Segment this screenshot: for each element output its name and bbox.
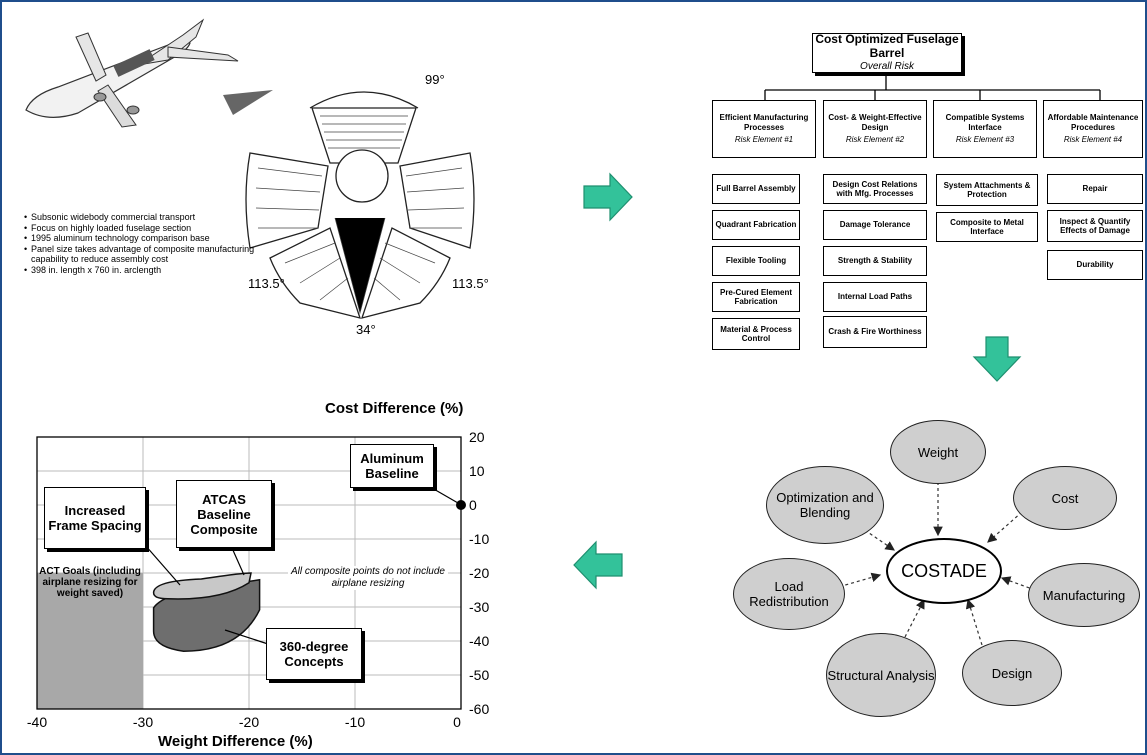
chart-note: All composite points do not include airp…	[288, 566, 448, 590]
risk-element-label: Risk Element #3	[955, 135, 1015, 145]
chart-xlabel: Weight Difference (%)	[158, 733, 313, 750]
angle-label-bottom: 34°	[356, 322, 376, 337]
risk-element-2-header: Cost- & Weight-Effective Design Risk Ele…	[823, 100, 927, 158]
bullet-item: 1995 aluminum technology comparison base	[24, 233, 264, 244]
costade-node-manufacturing: Manufacturing	[1028, 563, 1140, 627]
risk-item: Composite to Metal Interface	[936, 212, 1038, 242]
aluminum-baseline-callout: Aluminum Baseline	[350, 444, 434, 488]
risk-item: Pre-Cured Element Fabrication	[712, 282, 800, 312]
x-tick-label: -20	[239, 714, 259, 730]
act-goals-label: ACT Goals (including airplane resizing f…	[39, 566, 141, 599]
costade-node-optimization-blending: Optimization and Blending	[766, 466, 884, 544]
costade-node-load-redistribution: Load Redistribution	[733, 558, 845, 630]
risk-item: System Attachments & Protection	[936, 174, 1038, 206]
concepts-360-callout: 360-degree Concepts	[266, 628, 362, 680]
arrow-left-icon	[573, 540, 623, 590]
costade-node-weight: Weight	[890, 420, 986, 484]
risk-item: Quadrant Fabrication	[712, 210, 800, 240]
bullet-item: Focus on highly loaded fuselage section	[24, 223, 264, 234]
risk-element-title: Affordable Maintenance Procedures	[1047, 113, 1139, 132]
risk-item: Repair	[1047, 174, 1143, 204]
risk-item: Crash & Fire Worthiness	[823, 316, 927, 348]
risk-item: Inspect & Quantify Effects of Damage	[1047, 210, 1143, 242]
frame-spacing-callout: Increased Frame Spacing	[44, 487, 146, 549]
bullet-item: Subsonic widebody commercial transport	[24, 212, 264, 223]
y-tick-label: -50	[469, 667, 489, 683]
y-tick-label: -60	[469, 701, 489, 717]
risk-element-title: Cost- & Weight-Effective Design	[828, 113, 922, 132]
act-goals-region	[37, 573, 143, 709]
risk-tree-title-box: Cost Optimized Fuselage Barrel Overall R…	[812, 32, 962, 73]
fuselage-cross-section	[245, 91, 475, 319]
y-tick-label: 0	[469, 497, 477, 513]
bullet-item: Panel size takes advantage of composite …	[24, 244, 264, 265]
x-tick-label: -40	[27, 714, 47, 730]
risk-tree-title: Cost Optimized Fuselage Barrel	[815, 32, 959, 60]
chart-plot-border	[36, 436, 462, 710]
costade-node-design: Design	[962, 640, 1062, 706]
y-tick-label: -20	[469, 565, 489, 581]
y-tick-label: -10	[469, 531, 489, 547]
risk-item: Full Barrel Assembly	[712, 174, 800, 204]
risk-element-3-header: Compatible Systems Interface Risk Elemen…	[933, 100, 1037, 158]
program-bullets: Subsonic widebody commercial transport F…	[24, 212, 264, 275]
aluminum-baseline-point	[456, 500, 466, 510]
angle-label-top: 99°	[425, 72, 445, 87]
y-tick-label: -40	[469, 633, 489, 649]
bullet-item: 398 in. length x 760 in. arclength	[24, 265, 264, 276]
angle-label-right: 113.5°	[452, 276, 489, 291]
risk-item: Design Cost Relations with Mfg. Processe…	[823, 174, 927, 204]
risk-item: Flexible Tooling	[712, 246, 800, 276]
x-tick-label: -10	[345, 714, 365, 730]
risk-element-label: Risk Element #4	[1063, 135, 1123, 145]
risk-element-label: Risk Element #1	[734, 135, 794, 145]
risk-item: Strength & Stability	[823, 246, 927, 276]
risk-element-1-header: Efficient Manufacturing Processes Risk E…	[712, 100, 816, 158]
y-tick-label: 10	[469, 463, 485, 479]
risk-element-title: Compatible Systems Interface	[945, 113, 1025, 132]
risk-item: Damage Tolerance	[823, 210, 927, 240]
risk-tree-subtitle: Overall Risk	[860, 61, 914, 72]
risk-item: Durability	[1047, 250, 1143, 280]
costade-node-structural-analysis: Structural Analysis	[826, 633, 936, 717]
airplane-icon	[25, 18, 273, 128]
risk-element-4-header: Affordable Maintenance Procedures Risk E…	[1043, 100, 1143, 158]
atcas-baseline-callout: ATCAS Baseline Composite	[176, 480, 272, 548]
risk-element-label: Risk Element #2	[845, 135, 905, 145]
y-tick-label: -30	[469, 599, 489, 615]
risk-item: Material & Process Control	[712, 318, 800, 350]
risk-tree-connectors	[764, 76, 1101, 100]
risk-element-title: Efficient Manufacturing Processes	[719, 113, 809, 132]
arrow-right-icon	[583, 172, 633, 222]
costade-node-cost: Cost	[1013, 466, 1117, 530]
chart-ticks: -40 -30 -20 -10 0 20 10 0 -10 -20 -30 -40 -50 -60	[27, 429, 490, 730]
x-tick-label: 0	[453, 714, 461, 730]
y-tick-label: 20	[469, 429, 485, 445]
costade-center: COSTADE	[886, 538, 1002, 604]
angle-label-left: 113.5°	[248, 276, 285, 291]
frame-spacing-region	[152, 572, 252, 600]
x-tick-label: -30	[133, 714, 153, 730]
risk-item: Internal Load Paths	[823, 282, 927, 312]
chart-ylabel: Cost Difference (%)	[325, 400, 464, 417]
arrow-down-icon	[972, 336, 1022, 382]
